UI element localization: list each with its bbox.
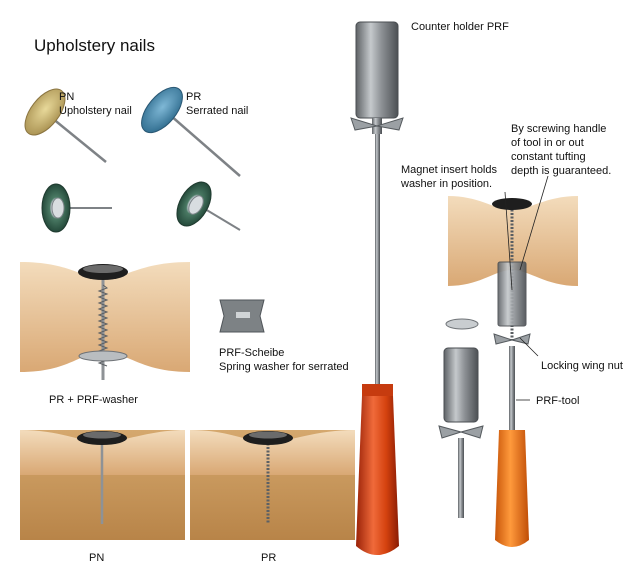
washer-name-label: Spring washer for serrated (219, 361, 349, 373)
pr-washer-caption: PR + PRF-washer (49, 394, 138, 406)
counter-holder-tool (350, 21, 404, 555)
bottom-pn-caption: PN (89, 552, 105, 564)
counter-holder-label: Counter holder PRF (411, 21, 509, 33)
pn-section (20, 430, 185, 540)
pr-nail-image (141, 86, 241, 177)
washer-code-label: PRF-Scheibe (219, 347, 285, 359)
page-title: Upholstery nails (34, 36, 155, 55)
pn-nail-image (24, 88, 107, 163)
prf-washer-image (219, 299, 265, 333)
magnet-note-line1: Magnet insert holds (401, 164, 497, 176)
pn-name-label: Upholstery nail (59, 105, 132, 117)
screwing-note-line2: of tool in or out (511, 137, 584, 149)
magnet-note-line2: washer in position. (401, 178, 493, 190)
pr-name-label: Serrated nail (186, 105, 249, 117)
locking-nut-label: Locking wing nut (541, 360, 623, 372)
screwing-note-line1: By screwing handle (511, 123, 607, 135)
leader-lines (504, 175, 549, 401)
prf-assembly (448, 196, 578, 547)
pr-section (190, 430, 355, 540)
screwing-note-line3: constant tufting (511, 151, 586, 163)
pn-code-label: PN (59, 91, 75, 103)
prf-tool-label: PRF-tool (536, 395, 580, 407)
counter-holder-small (438, 318, 484, 518)
bottom-pr-caption: PR (261, 552, 277, 564)
pr-ring-nail-image (176, 181, 241, 231)
pr-washer-section (20, 262, 190, 380)
pn-ring-nail-image (41, 183, 112, 233)
pr-code-label: PR (186, 91, 202, 103)
screwing-note-line4: depth is guaranteed. (511, 165, 612, 177)
